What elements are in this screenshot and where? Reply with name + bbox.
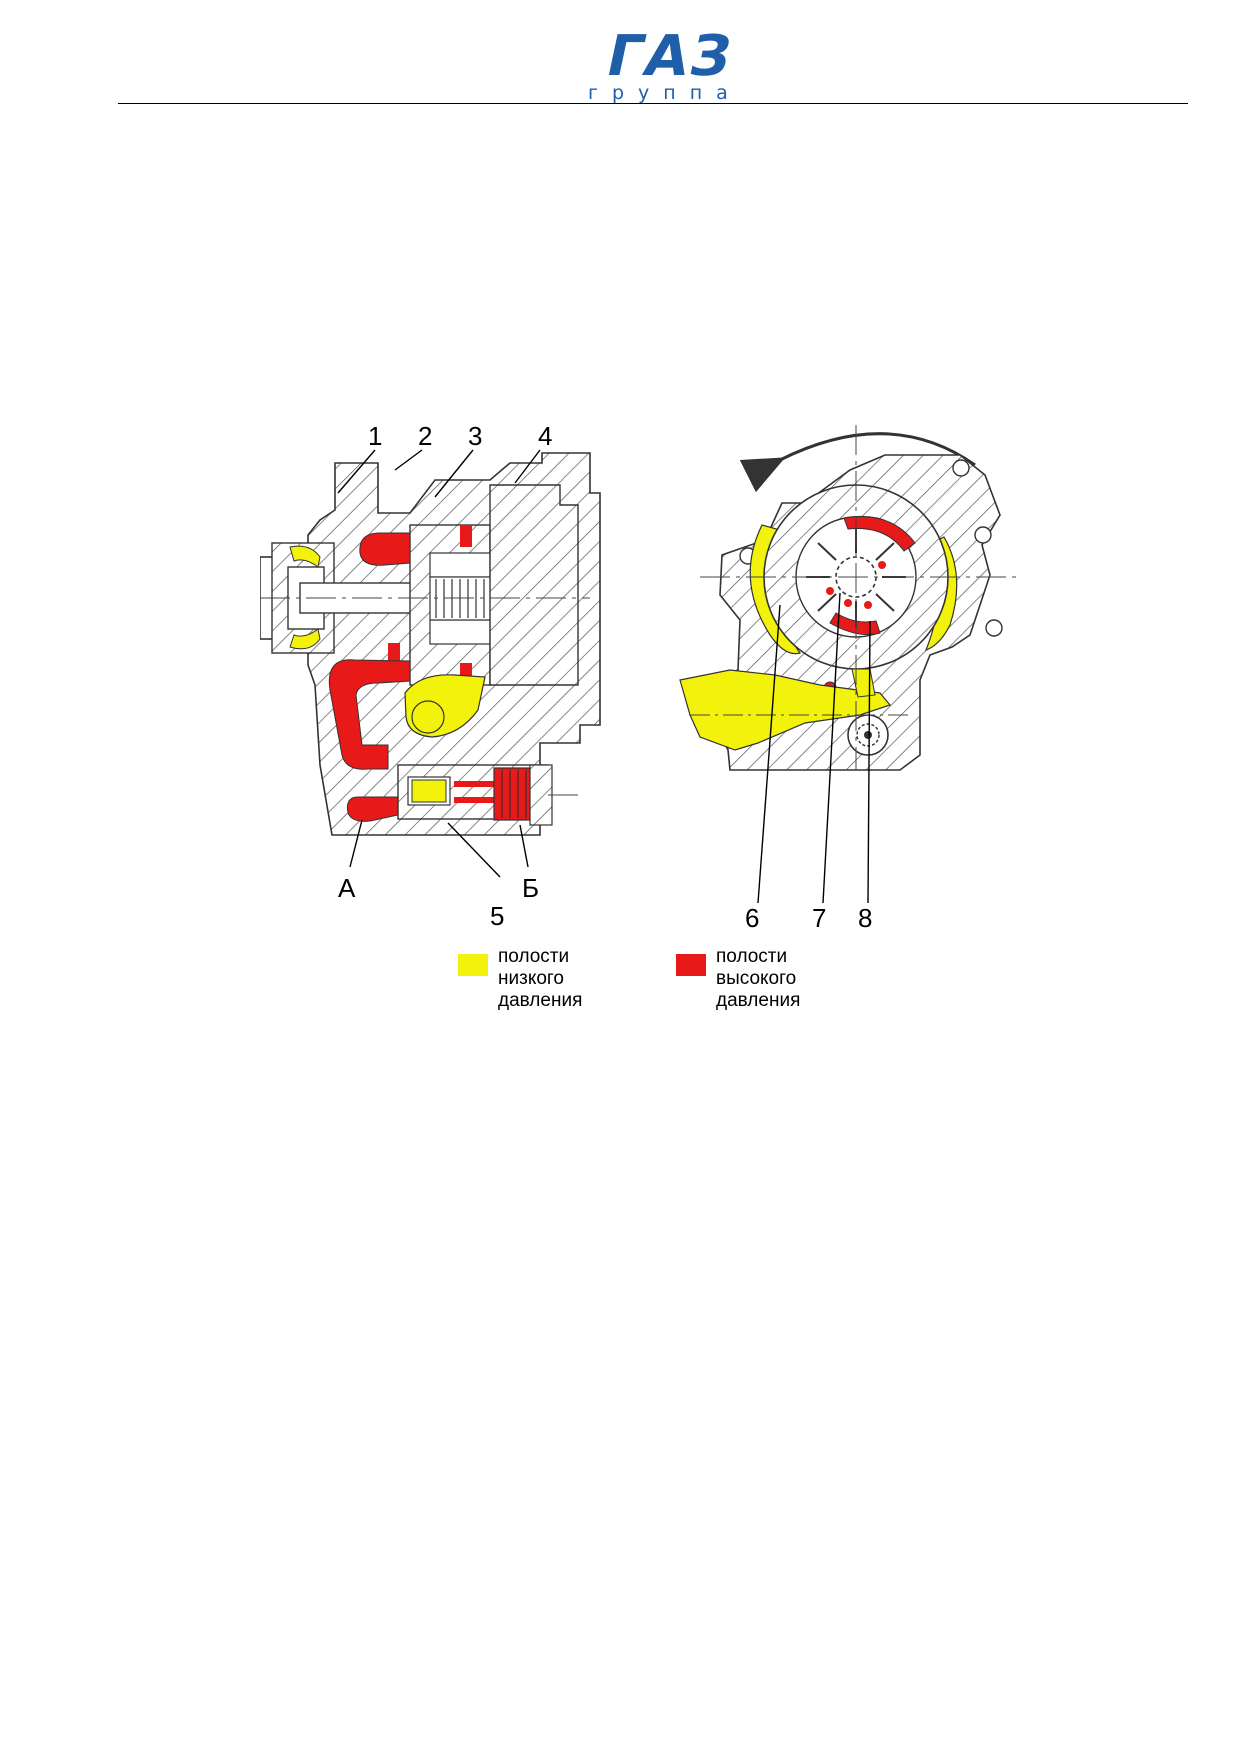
pressure-legend: полости низкого давления полости высоког…	[458, 946, 858, 1016]
callout-8: 8	[858, 903, 872, 933]
callout-6: 6	[745, 903, 759, 933]
legend-item-low-pressure: полости низкого давления	[458, 946, 658, 1016]
callout-2: 2	[418, 425, 432, 451]
side-section-view: 1 2 3 4 А 5 Б	[260, 425, 601, 931]
callout-A: А	[338, 873, 356, 903]
rotation-arrow-icon	[739, 432, 976, 493]
callout-3: 3	[468, 425, 482, 451]
callout-B: Б	[522, 873, 539, 903]
valve-plug	[493, 767, 531, 821]
rear-cover	[489, 484, 579, 686]
logo-subtitle: группа	[588, 82, 742, 104]
callout-4: 4	[538, 425, 552, 451]
callout-5: 5	[490, 901, 504, 931]
legend-label-high-pressure: полости высокого давления	[716, 946, 801, 1011]
logo-wordmark: ГАЗ	[600, 24, 740, 89]
legend-item-high-pressure: полости высокого давления	[676, 946, 876, 1016]
legend-label-low-pressure: полости низкого давления	[498, 946, 583, 1011]
pump-cross-section-figure: 1 2 3 4 А 5 Б	[260, 425, 1080, 1035]
callout-1: 1	[368, 425, 382, 451]
low-pressure-swatch	[458, 954, 488, 976]
high-pressure-swatch	[676, 954, 706, 976]
end-section-view: 6 7 8	[679, 425, 1020, 933]
callout-7: 7	[812, 903, 826, 933]
high-pressure-channel	[359, 532, 411, 566]
high-pressure-passage	[328, 659, 411, 770]
pump-diagram: 1 2 3 4 А 5 Б	[260, 425, 1020, 933]
header-divider	[118, 103, 1188, 104]
gaz-group-logo: ГАЗ группа	[580, 24, 760, 104]
